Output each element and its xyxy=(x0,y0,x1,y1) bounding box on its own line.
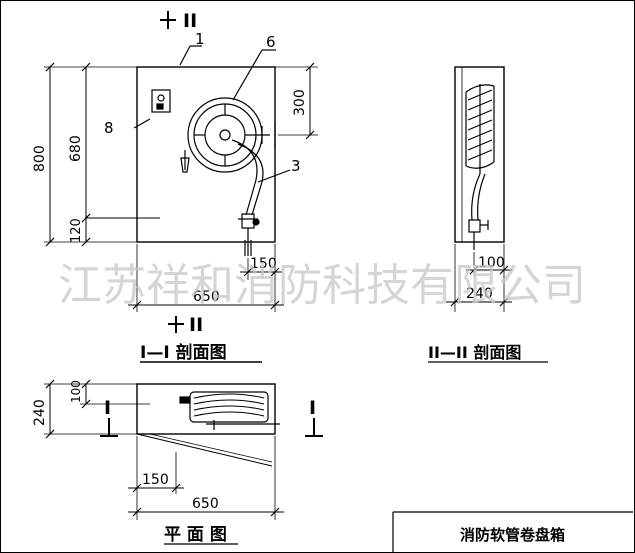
dim-plan-240: 240 xyxy=(32,399,48,426)
front-view xyxy=(44,11,318,363)
dim-150: 150 xyxy=(250,256,277,272)
side-view xyxy=(428,66,548,363)
dim-650: 650 xyxy=(193,289,220,305)
dim-680: 680 xyxy=(68,135,84,162)
dim-side-100: 100 xyxy=(478,255,505,271)
side-view-text: 100 240 II—II 剖面图 xyxy=(428,255,521,362)
section-mark-bottom: II xyxy=(189,314,203,336)
title-block-title: 消防软管卷盘箱 xyxy=(460,526,565,544)
title-block xyxy=(392,511,633,553)
front-view-text: II 1 6 8 3 800 680 120 300 150 650 II I—… xyxy=(32,10,308,363)
valve xyxy=(241,213,255,229)
plan-view-text: 240 100 I I 150 650 平 面 图 xyxy=(32,380,316,545)
watermark: 江苏祥和消防科技有限公司 xyxy=(58,260,586,311)
cabinet-outline xyxy=(136,66,276,243)
callout-3: 3 xyxy=(291,157,301,175)
dim-300: 300 xyxy=(292,89,308,116)
section-mark-left: I xyxy=(104,397,111,419)
section-mark-top: II xyxy=(183,10,197,32)
callout-1: 1 xyxy=(195,30,205,48)
section-mark-right: I xyxy=(309,397,316,419)
caption-front: I—I 剖面图 xyxy=(140,342,227,363)
dim-side-240: 240 xyxy=(466,286,493,302)
dim-plan-650: 650 xyxy=(192,496,219,512)
callout-6: 6 xyxy=(266,33,276,51)
dim-120: 120 xyxy=(69,218,84,243)
caption-plan: 平 面 图 xyxy=(164,525,227,545)
caption-side: II—II 剖面图 xyxy=(428,343,521,362)
dim-plan-150: 150 xyxy=(142,472,169,488)
callout-8: 8 xyxy=(104,119,114,137)
plan-view xyxy=(44,379,323,545)
dim-800: 800 xyxy=(32,145,48,172)
dim-plan-100: 100 xyxy=(69,380,83,403)
control-panel xyxy=(151,89,171,113)
